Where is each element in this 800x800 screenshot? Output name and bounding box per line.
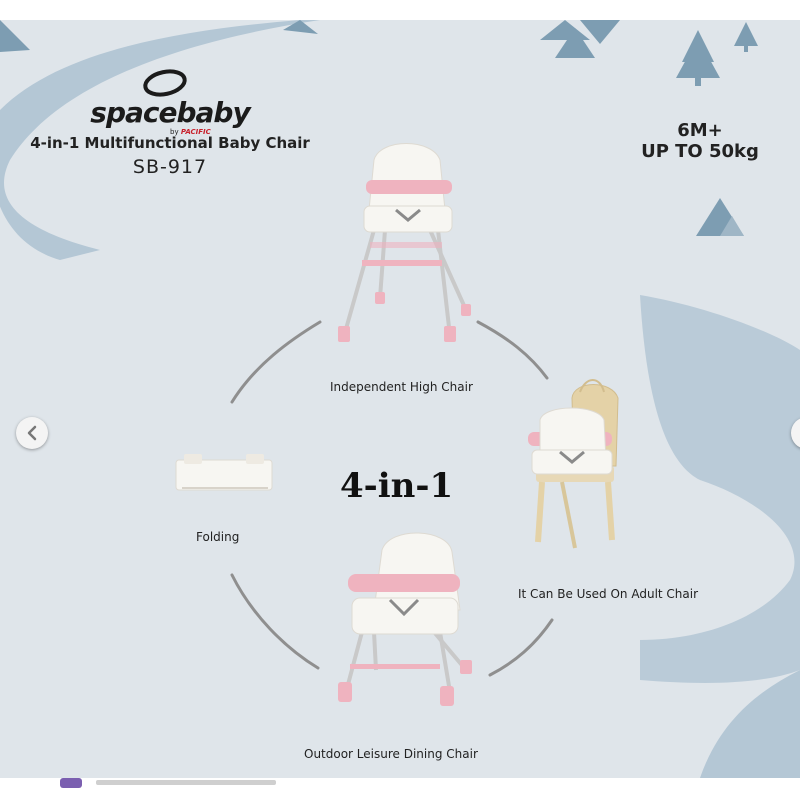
cropped-handle-text — [96, 780, 276, 785]
caption-folding: Folding — [196, 530, 240, 544]
age-spec: 6M+ — [677, 120, 723, 141]
brand-name: spacebaby — [90, 96, 250, 129]
road-curve-top-left — [0, 20, 320, 260]
carousel-next-button[interactable] — [791, 417, 800, 449]
caption-outdoor-chair: Outdoor Leisure Dining Chair — [304, 747, 478, 761]
center-title: 4-in-1 — [340, 466, 454, 506]
chevron-right-icon — [791, 417, 800, 449]
brand-maker: by PACIFIC — [170, 128, 211, 136]
caption-adult-chair: It Can Be Used On Adult Chair — [518, 587, 699, 601]
brand-maker-name: PACIFIC — [180, 128, 211, 136]
specs-block: 6M+ UP TO 50kg — [630, 120, 770, 162]
road-curve-bottom-right — [700, 670, 800, 778]
brand-swirl-icon — [143, 69, 187, 97]
product-code: SB-917 — [132, 156, 208, 178]
adult-chair-illustration — [528, 379, 619, 549]
product-title: 4-in-1 Multifunctional Baby Chair — [30, 134, 310, 152]
weight-spec: UP TO 50kg — [641, 141, 759, 162]
carousel-prev-button[interactable] — [16, 417, 48, 449]
social-icon — [60, 778, 82, 788]
bottom-strip — [0, 778, 800, 800]
chevron-left-icon — [27, 425, 37, 441]
folding-chair-illustration — [175, 454, 273, 491]
product-poster: spacebaby by PACIFIC 4-in-1 Multifunctio… — [0, 20, 800, 778]
caption-high-chair: Independent High Chair — [330, 380, 473, 394]
outdoor-chair-illustration — [338, 532, 472, 706]
trees-group — [0, 20, 758, 236]
brand-block: spacebaby by PACIFIC 4-in-1 Multifunctio… — [30, 68, 310, 178]
high-chair-illustration — [338, 143, 471, 342]
mode-cycle-arcs — [230, 320, 554, 677]
poster-scenery — [0, 20, 800, 778]
brand-by: by — [170, 128, 179, 136]
brand-logo: spacebaby — [30, 68, 310, 130]
road-curve-right — [640, 295, 800, 683]
bottom-strip-art — [60, 778, 276, 788]
